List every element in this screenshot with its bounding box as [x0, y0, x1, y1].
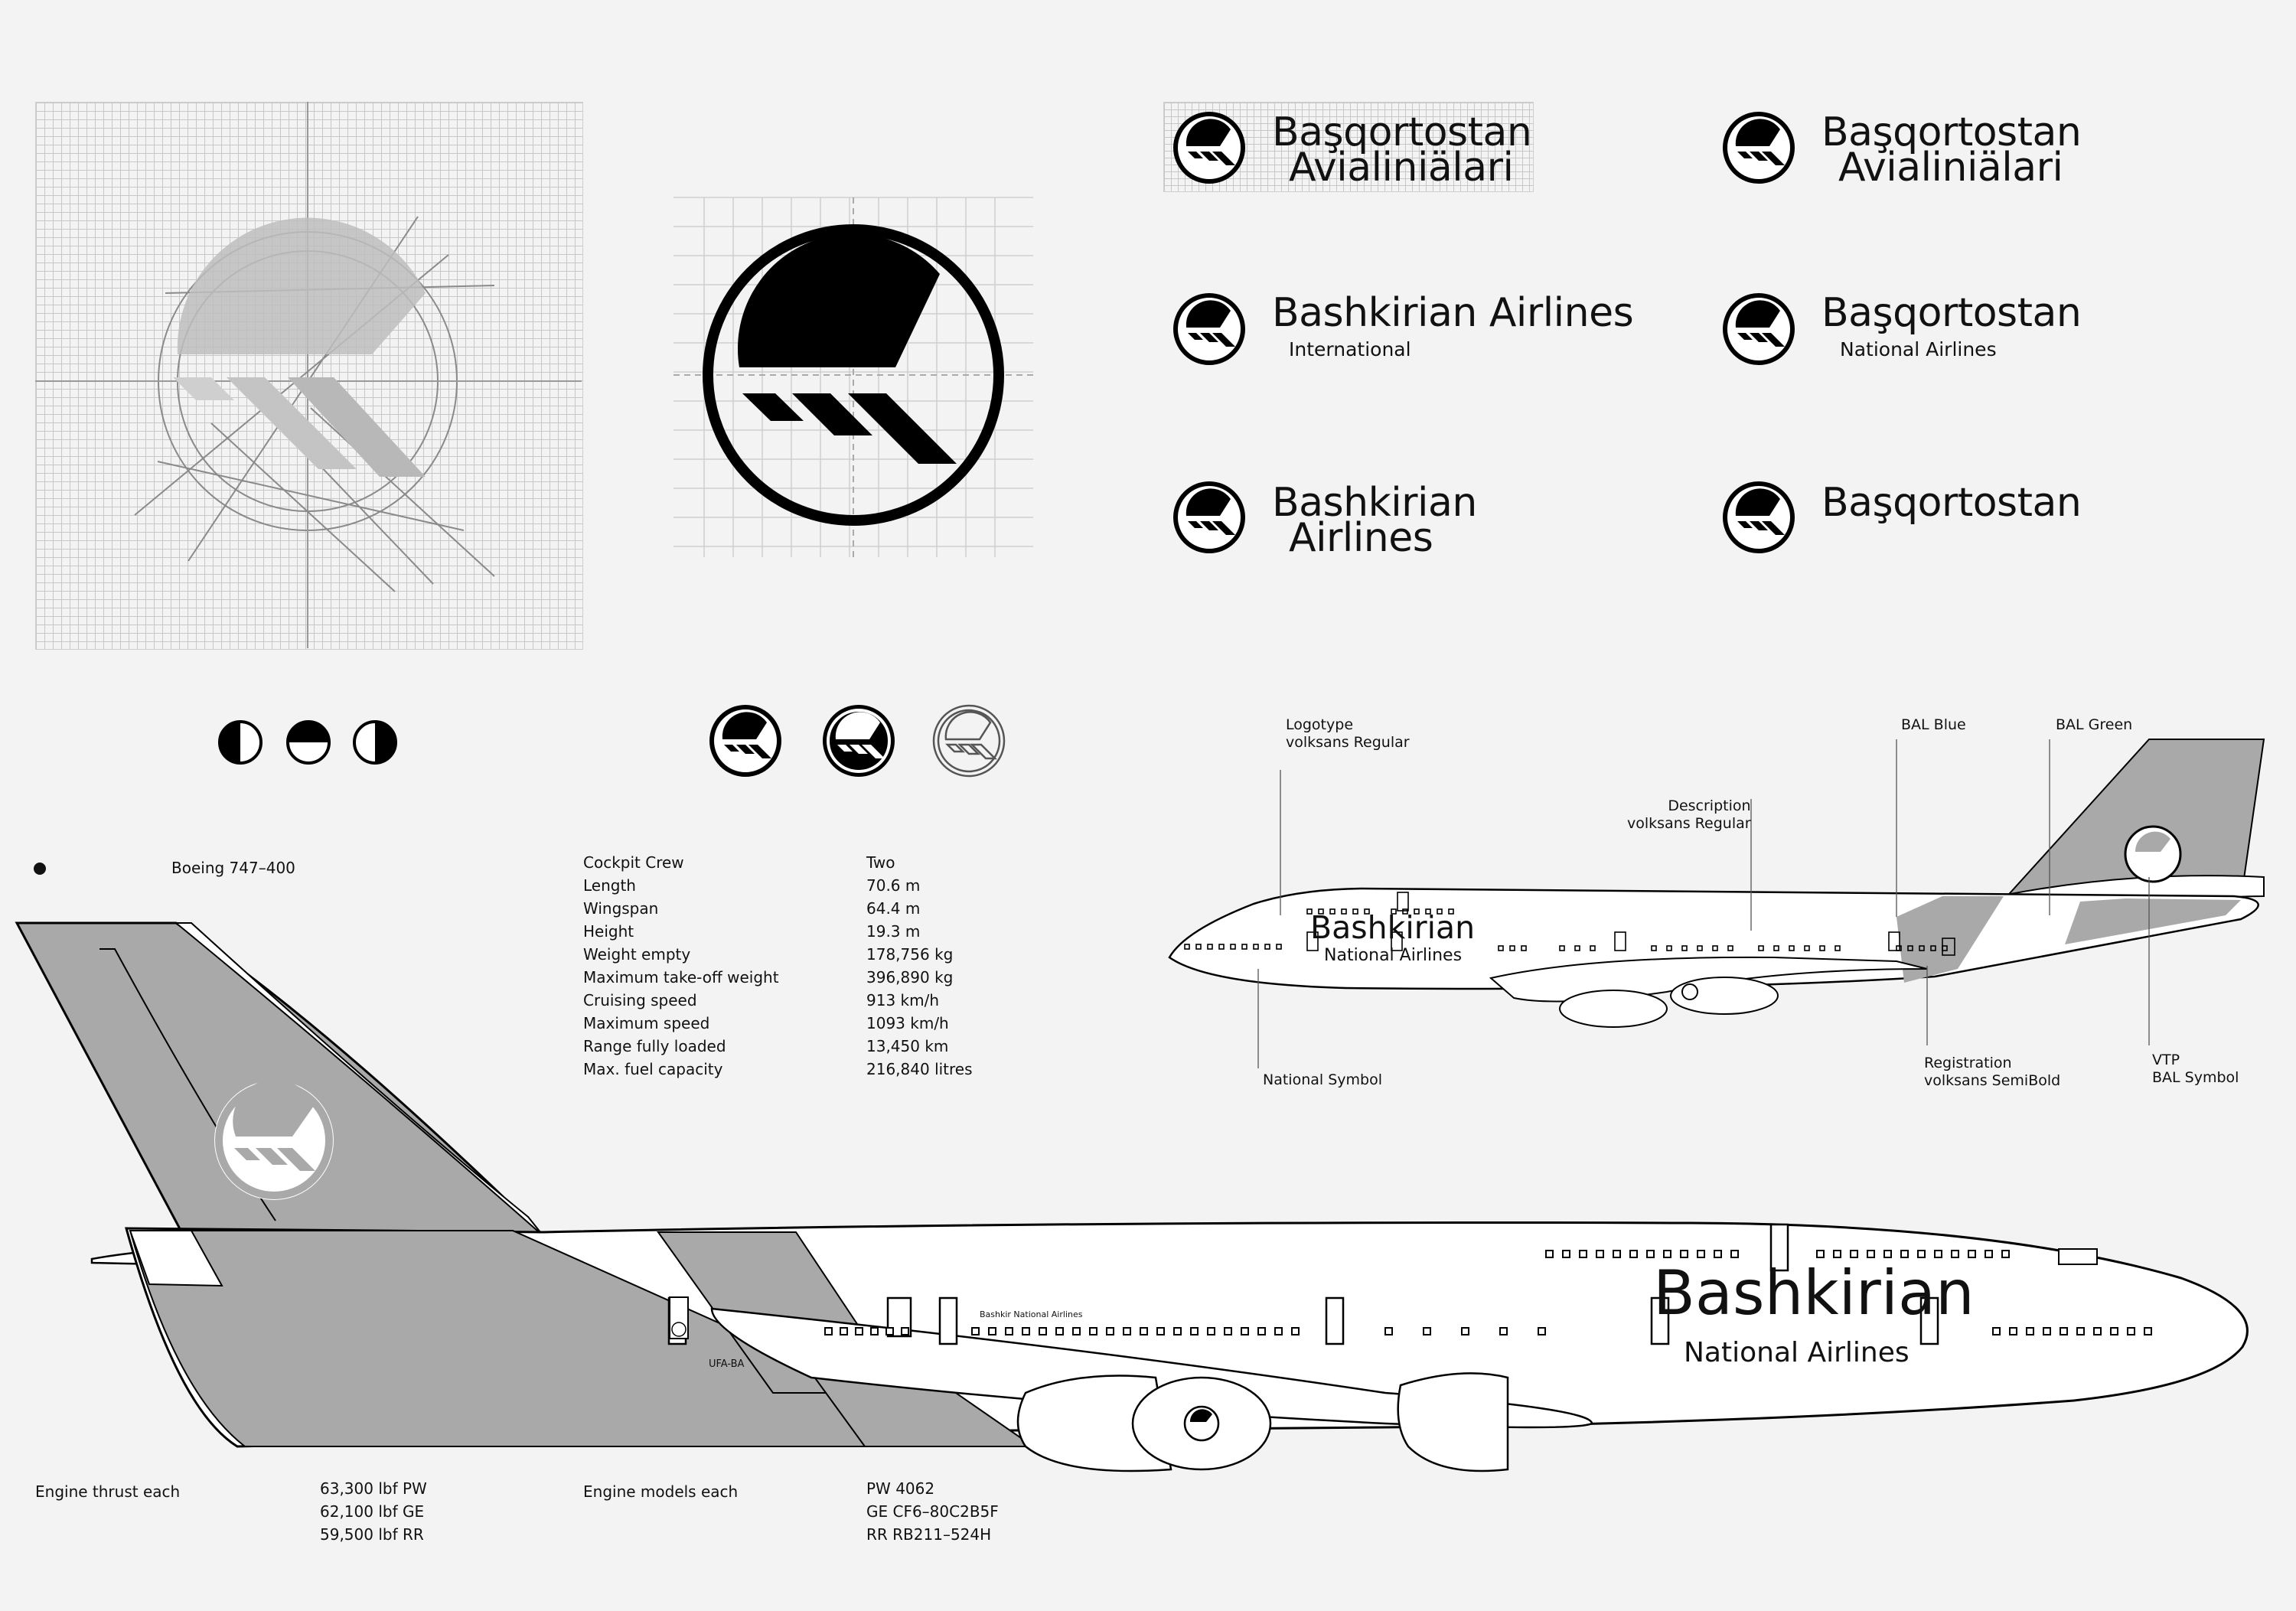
split-circle-icon-1	[218, 720, 263, 765]
engine-thrust-value: 63,300 lbf PW	[320, 1479, 427, 1498]
lockup-logo-icon	[1173, 112, 1245, 184]
spec-label: Cruising speed	[583, 991, 697, 1009]
large-livery-small-title: Bashkir National Airlines	[980, 1309, 1083, 1319]
spec-value: 13,450 km	[866, 1037, 949, 1055]
spec-label: Max. fuel capacity	[583, 1060, 723, 1078]
lockup-1-line2: Avialiniälari	[1289, 145, 1514, 191]
engine-thrust-value: 59,500 lbf RR	[320, 1525, 424, 1544]
lockup-logo-icon	[1723, 293, 1795, 365]
spec-value: 64.4 m	[866, 899, 921, 918]
engine-thrust-label: Engine thrust each	[35, 1482, 181, 1501]
spec-value: Two	[866, 853, 895, 872]
lockup-4-line1: Başqortostan	[1821, 290, 2082, 336]
spec-values: Two 70.6 m 64.4 m 19.3 m 178,756 kg 396,…	[866, 851, 973, 1081]
spec-value: 70.6 m	[866, 876, 921, 895]
spec-label: Maximum speed	[583, 1014, 710, 1032]
split-circle-icon-2	[286, 720, 331, 765]
large-livery-wordmark: Bashkirian	[1653, 1257, 1975, 1329]
spec-value: 1093 km/h	[866, 1014, 949, 1032]
spec-value: 913 km/h	[866, 991, 940, 1009]
split-circle-icon-3	[353, 720, 397, 765]
engine-model-value: PW 4062	[866, 1479, 935, 1498]
lockup-logo-icon	[1173, 293, 1245, 365]
engine-thrust-values: 63,300 lbf PW 62,100 lbf GE 59,500 lbf R…	[320, 1477, 427, 1546]
small-aircraft-side-view	[1168, 739, 2265, 1068]
lockup-6-line1: Başqortostan	[1821, 480, 2082, 526]
construction-grid-panel	[35, 102, 583, 650]
lockup-3-line1: Bashkirian Airlines	[1272, 290, 1634, 336]
spec-label: Wingspan	[583, 899, 659, 918]
spec-label: Range fully loaded	[583, 1037, 726, 1055]
large-livery-registration: UFA-BA	[709, 1358, 745, 1370]
engine-models-label: Engine models each	[583, 1482, 739, 1501]
spec-value: 19.3 m	[866, 922, 921, 941]
large-aircraft-side-view	[15, 921, 2249, 1472]
annotation-bal-blue: BAL Blue	[1901, 716, 1966, 733]
lockup-3-line2: International	[1289, 338, 1411, 360]
logo-grid-drawing	[673, 197, 1033, 557]
aircraft-model: Boeing 747–400	[171, 859, 295, 877]
engine-thrust-value: 62,100 lbf GE	[320, 1502, 425, 1521]
logo-construction-drawing	[35, 102, 582, 648]
lockup-5-line2: Airlines	[1289, 515, 1433, 561]
lockup-logo-icon	[1723, 481, 1795, 553]
logo-variant-positive-icon	[709, 705, 781, 777]
logo-variant-negative-icon	[823, 705, 895, 777]
spec-label: Maximum take-off weight	[583, 968, 779, 986]
spec-label: Length	[583, 876, 636, 895]
lockup-2-line2: Avialiniälari	[1838, 145, 2063, 191]
bullet-dot	[34, 863, 46, 875]
spec-value: 178,756 kg	[866, 945, 954, 964]
engine-model-value: RR RB211–524H	[866, 1525, 992, 1544]
small-livery-wordmark: Bashkirian	[1310, 909, 1476, 946]
lockup-1-line1: Başqortostan	[1272, 109, 1532, 155]
spec-value: 216,840 litres	[866, 1060, 973, 1078]
spec-label: Cockpit Crew	[583, 853, 684, 872]
logo-variant-outline-icon	[932, 704, 1006, 778]
lockup-2-line1: Başqortostan	[1821, 109, 2082, 155]
lockup-5-line1: Bashkirian	[1272, 480, 1477, 526]
engine-models-values: PW 4062 GE CF6–80C2B5F RR RB211–524H	[866, 1477, 999, 1546]
lockup-logo-icon	[1723, 112, 1795, 184]
engine-model-value: GE CF6–80C2B5F	[866, 1502, 999, 1521]
annotation-national-symbol: National Symbol	[1263, 1071, 1382, 1088]
annotation-bal-green: BAL Green	[2056, 716, 2133, 733]
spec-label: Weight empty	[583, 945, 691, 964]
small-livery-descriptor: National Airlines	[1324, 946, 1463, 965]
lockup-logo-icon	[1173, 481, 1245, 553]
spec-value: 396,890 kg	[866, 968, 954, 986]
large-livery-descriptor: National Airlines	[1684, 1337, 1910, 1368]
spec-label: Height	[583, 922, 634, 941]
lockup-4-line2: National Airlines	[1840, 338, 1997, 360]
spec-labels: Cockpit Crew Length Wingspan Height Weig…	[583, 851, 779, 1081]
